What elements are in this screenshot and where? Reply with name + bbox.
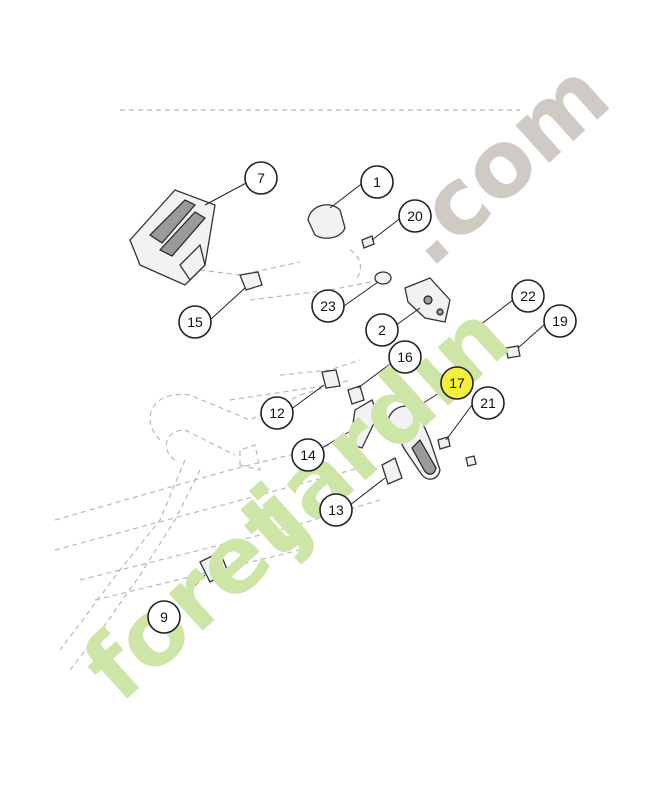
- part-17-trigger: [387, 405, 441, 480]
- part-20-screw: [361, 235, 375, 249]
- callout-22: 22: [511, 279, 545, 313]
- callout-1: 1: [360, 165, 394, 199]
- part-14-lever: [349, 399, 379, 449]
- part-7-housing: [129, 189, 216, 286]
- watermark-text-com: .com: [373, 41, 629, 287]
- callout-23-label: 23: [320, 298, 336, 314]
- callout-16: 16: [388, 340, 422, 374]
- part-21-screw: [437, 436, 477, 467]
- part-2-bracket: [404, 277, 451, 323]
- callout-12-label: 12: [269, 405, 285, 421]
- part-9-clamp: [199, 551, 229, 583]
- part-16-clip: [347, 385, 365, 405]
- callout-20-label: 20: [407, 208, 423, 224]
- part-23-washer: [374, 271, 392, 285]
- leader-lines: [177, 181, 546, 605]
- part-1-cap: [307, 204, 346, 239]
- callout-17-label: 17: [449, 375, 465, 391]
- callout-9-label: 9: [160, 609, 168, 625]
- callout-1-label: 1: [373, 174, 381, 190]
- callout-19-label: 19: [552, 313, 568, 329]
- callout-7: 7: [244, 161, 278, 195]
- callout-15: 15: [178, 305, 212, 339]
- part-15-clip: [239, 271, 263, 291]
- part-22-washer: [468, 324, 484, 336]
- callout-2: 2: [365, 313, 399, 347]
- callout-9: 9: [147, 600, 181, 634]
- callout-19: 19: [543, 304, 577, 338]
- callout-2-label: 2: [378, 322, 386, 338]
- callout-14: 14: [291, 438, 325, 472]
- callout-12: 12: [260, 396, 294, 430]
- callout-23: 23: [311, 289, 345, 323]
- callout-13: 13: [319, 493, 353, 527]
- part-12-bushing: [321, 369, 341, 389]
- callout-15-label: 15: [187, 314, 203, 330]
- callout-7-label: 7: [257, 170, 265, 186]
- callout-13-label: 13: [328, 502, 344, 518]
- part-19-screw: [505, 345, 521, 359]
- callout-21-label: 21: [480, 395, 496, 411]
- part-13-clip: [381, 457, 403, 485]
- callout-14-label: 14: [300, 447, 316, 463]
- callout-16-label: 16: [397, 349, 413, 365]
- callout-21: 21: [471, 386, 505, 420]
- callout-17: 17: [440, 366, 474, 400]
- callout-22-label: 22: [520, 288, 536, 304]
- callout-20: 20: [398, 199, 432, 233]
- callouts: 7 1 20 15 23 2 22 19 16 17 21: [147, 161, 577, 634]
